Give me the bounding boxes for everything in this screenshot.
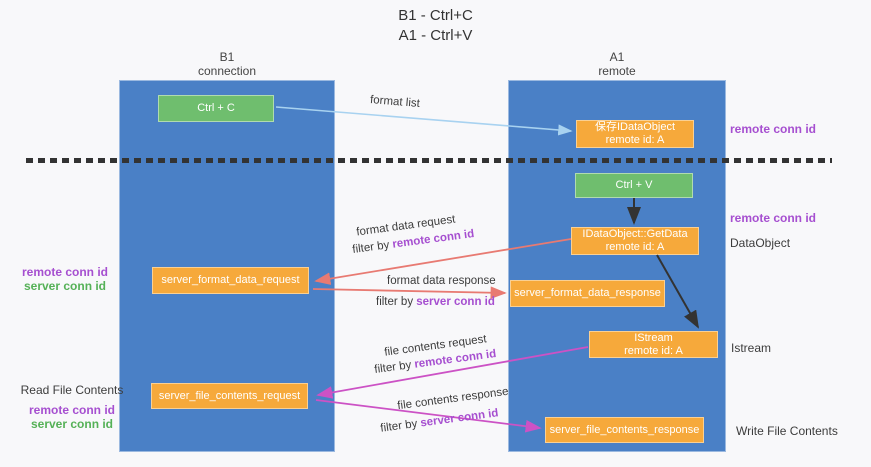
side-label-remote-conn-id-top: remote conn id [730, 122, 817, 136]
label-filter-server-1: filter by server conn id [376, 296, 495, 308]
getdata-line2: remote id: A [605, 241, 665, 253]
left2-remote-conn-id: remote conn id [28, 403, 115, 417]
filter-by-text: filter by [376, 296, 417, 308]
left-column-header: B1 connection [119, 50, 335, 78]
server-file-contents-response-label: server_file_contents_response [549, 423, 700, 436]
filter-by-text: filter by [351, 238, 394, 256]
ctrl-v-label: Ctrl + V [615, 179, 653, 191]
left2-server-conn-id: server conn id [30, 417, 114, 431]
format-data-response-text: format data response [387, 275, 496, 287]
getdata-line1: IDataObject::GetData [582, 228, 688, 240]
label-format-data-response: format data response [387, 275, 496, 287]
box-ctrl-v: Ctrl + V [575, 173, 693, 198]
save-idataobject-line2: remote id: A [605, 134, 665, 146]
left-conn-id-group-1: remote conn id server conn id [10, 265, 120, 293]
filter-by-text: filter by [373, 358, 416, 376]
side-label-remote-conn-id-mid: remote conn id [730, 211, 817, 225]
title-line-1: B1 - Ctrl+C [398, 7, 473, 24]
box-ctrl-c: Ctrl + C [158, 95, 274, 122]
right-column-subtitle: remote [598, 64, 636, 78]
left-column-name: B1 [219, 50, 235, 64]
save-idataobject-line1: 保存IDataObject [594, 121, 676, 133]
diagram-title: B1 - Ctrl+C A1 - Ctrl+V [0, 6, 871, 46]
box-server-file-contents-request: server_file_contents_request [151, 383, 308, 409]
box-idataobject-getdata: IDataObject::GetData remote id: A [571, 227, 699, 255]
server-conn-id-text: server conn id [419, 407, 500, 430]
box-server-file-contents-response: server_file_contents_response [545, 417, 704, 443]
right-column-header: A1 remote [508, 50, 726, 78]
istream-line2: remote id: A [624, 344, 683, 357]
server-file-contents-request-label: server_file_contents_request [158, 389, 301, 402]
left1-server-conn-id: server conn id [23, 279, 107, 293]
side-label-write-file-contents: Write File Contents [736, 424, 838, 438]
box-istream: IStream remote id: A [589, 331, 718, 358]
title-line-2: A1 - Ctrl+V [398, 27, 473, 44]
side-label-dataobject: DataObject [730, 236, 791, 250]
format-list-text: format list [369, 94, 421, 110]
ctrl-c-label: Ctrl + C [197, 102, 235, 114]
left1-remote-conn-id: remote conn id [21, 265, 108, 279]
arrow-format-data-response [312, 286, 507, 299]
phase-separator-dashed-line [26, 158, 832, 163]
left-conn-id-group-2: Read File Contents remote conn id server… [12, 383, 132, 431]
box-server-format-data-response: server_format_data_response [510, 280, 665, 307]
left-column-subtitle: connection [197, 64, 257, 78]
filter-by-text: filter by [379, 417, 422, 435]
server-format-data-response-label: server_format_data_response [514, 287, 661, 299]
server-format-data-request-label: server_format_data_request [161, 274, 300, 286]
right-column-name: A1 [609, 50, 625, 64]
read-file-contents-label: Read File Contents [20, 383, 124, 397]
label-format-list: format list [370, 94, 421, 110]
box-server-format-data-request: server_format_data_request [152, 267, 309, 294]
box-save-idataobject: 保存IDataObject remote id: A [576, 120, 694, 148]
istream-line1: IStream [634, 331, 673, 344]
server-conn-id-text: server conn id [416, 296, 495, 308]
side-label-istream: Istream [731, 341, 772, 355]
